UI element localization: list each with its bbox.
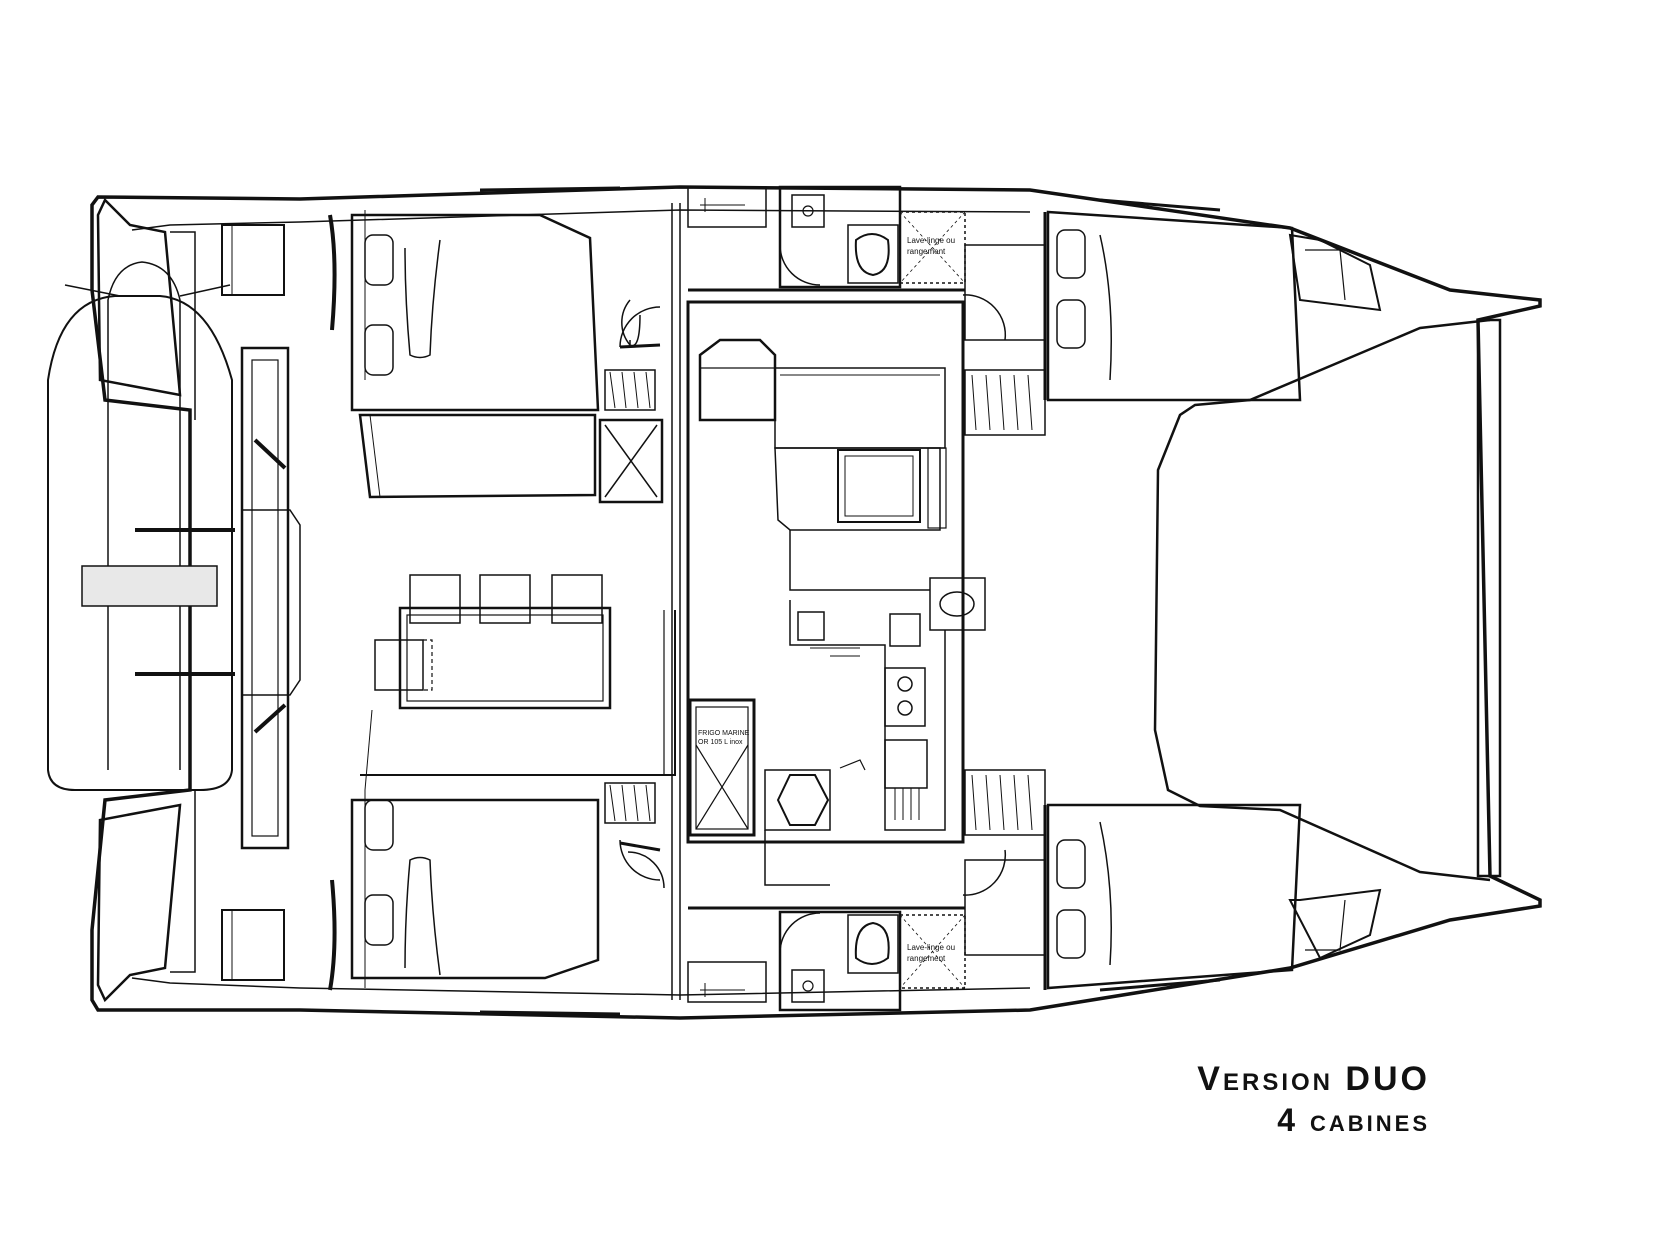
caption-version: Version DUO — [1197, 1060, 1430, 1098]
head-top: Lave-linge ou rangement — [687, 185, 966, 292]
trampoline-outline — [1153, 318, 1491, 882]
hull-outline — [90, 185, 1542, 1020]
linen-label-top-2: rangement — [907, 247, 946, 256]
galley: FRIGO MARINE OR 105 L inox — [686, 300, 986, 886]
aft-beam — [240, 346, 301, 850]
linen-label-top-1: Lave-linge ou — [907, 236, 955, 245]
aft-seat-bottom — [221, 909, 285, 981]
linen-label-bottom-2: rangement — [907, 954, 946, 963]
forward-cabin-bottom — [964, 769, 1382, 990]
aft-seat-top — [221, 224, 285, 296]
saloon — [360, 203, 681, 1000]
fridge-label-2: OR 105 L inox — [698, 739, 743, 746]
aft-cabin-top — [350, 210, 664, 504]
linen-label-bottom-1: Lave-linge ou — [907, 943, 955, 952]
front-crossbeam — [1476, 318, 1502, 878]
dinghy — [47, 261, 235, 791]
fridge-label-1: FRIGO MARINE — [698, 730, 750, 737]
caption-cabins: 4 cabines — [1277, 1102, 1430, 1138]
forward-cabin-top — [964, 210, 1382, 436]
head-bottom: Lave-linge ou rangement — [687, 906, 966, 1012]
aft-cabin-bottom — [350, 782, 665, 988]
